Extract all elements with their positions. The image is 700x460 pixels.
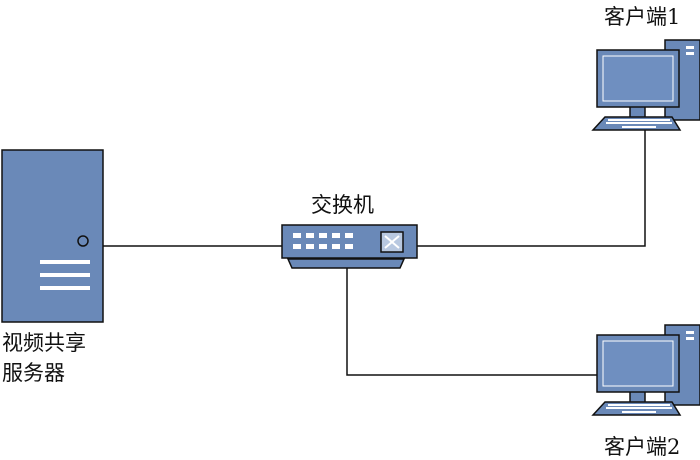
- link-switch-client2: [346, 268, 598, 376]
- client1-label: 客户端1: [604, 5, 681, 29]
- server-icon: [1, 149, 104, 323]
- link-switch-client1: [417, 130, 646, 247]
- server-label-line2: 服务器: [2, 361, 65, 385]
- client1-computer-icon: [591, 39, 700, 131]
- switch-label: 交换机: [311, 193, 374, 217]
- server-label-line1: 视频共享: [2, 331, 86, 355]
- client2-label: 客户端2: [604, 435, 681, 459]
- switch-icon: [281, 224, 418, 269]
- client2-computer-icon: [592, 324, 700, 416]
